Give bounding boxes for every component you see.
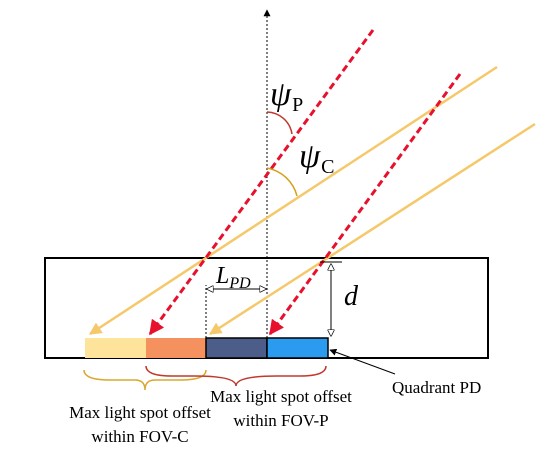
label-psi-p: ψP bbox=[270, 76, 303, 116]
label-lpd: LPD bbox=[215, 263, 251, 292]
brace-fov-p bbox=[145, 365, 327, 387]
arc-psi-p bbox=[266, 111, 293, 135]
yellow-ray-lower bbox=[208, 122, 536, 336]
label-quadrant-pd: Quadrant PD bbox=[392, 378, 481, 397]
label-d: d bbox=[344, 281, 359, 312]
caption-fov-c-line2: within FOV-C bbox=[91, 427, 188, 446]
caption-fov-p-line1: Max light spot offset bbox=[210, 387, 352, 406]
pd-right-quadrant bbox=[266, 337, 329, 359]
red-ray-lower bbox=[268, 73, 462, 336]
arc-psi-c bbox=[266, 167, 298, 197]
brace-fov-c bbox=[83, 369, 207, 391]
caption-fov-p-line2: within FOV-P bbox=[233, 411, 328, 430]
spot-fov-p bbox=[146, 338, 206, 358]
spot-fov-c bbox=[85, 338, 146, 358]
pd-left-quadrant bbox=[205, 337, 268, 359]
yellow-ray-upper bbox=[88, 65, 498, 336]
label-psi-c: ψC bbox=[299, 138, 334, 178]
caption-fov-c-line1: Max light spot offset bbox=[69, 403, 211, 422]
quadrant-pd-leader bbox=[329, 348, 396, 375]
red-ray-upper bbox=[148, 29, 375, 336]
